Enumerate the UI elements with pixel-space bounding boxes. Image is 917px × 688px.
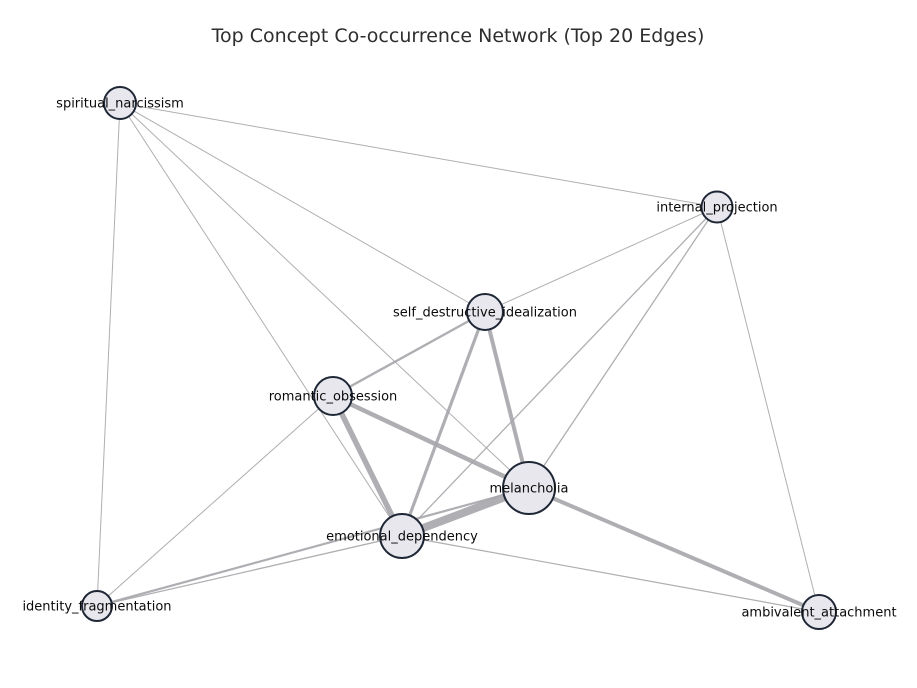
node-label-melancholia: melancholia (489, 482, 568, 497)
edge-spiritual_narcissism--emotional_dependency (119, 102, 403, 537)
edge-spiritual_narcissism--identity_fragmentation (96, 102, 121, 607)
node-romantic_obsession (313, 376, 353, 416)
node-label-internal_projection: internal_projection (656, 201, 777, 216)
edge-romantic_obsession--emotional_dependency (330, 394, 405, 538)
edge-melancholia--identity_fragmentation (96, 486, 530, 608)
nodes-layer (81, 86, 837, 630)
node-internal_projection (700, 190, 734, 224)
edges-layer (96, 102, 820, 614)
node-label-self_destructive_idealization: self_destructive_idealization (393, 306, 577, 321)
edge-internal_projection--self_destructive_idealization (484, 206, 718, 313)
node-ambivalent_attachment (801, 594, 837, 630)
edge-internal_projection--ambivalent_attachment (716, 206, 820, 613)
node-label-romantic_obsession: romantic_obsession (269, 390, 398, 405)
edge-spiritual_narcissism--melancholia (119, 102, 530, 489)
node-spiritual_narcissism (103, 86, 137, 120)
node-label-ambivalent_attachment: ambivalent_attachment (741, 606, 896, 621)
edge-melancholia--ambivalent_attachment (528, 486, 820, 614)
node-emotional_dependency (379, 513, 425, 559)
node-self_destructive_idealization (466, 293, 504, 331)
edge-self_destructive_idealization--melancholia (483, 311, 531, 489)
edge-self_destructive_idealization--emotional_dependency (400, 311, 487, 537)
chart-title: Top Concept Co-occurrence Network (Top 2… (211, 25, 705, 47)
node-melancholia (502, 461, 556, 515)
edge-spiritual_narcissism--self_destructive_idealization (119, 102, 486, 313)
edge-emotional_dependency--identity_fragmentation (96, 535, 403, 607)
node-label-spiritual_narcissism: spiritual_narcissism (56, 97, 184, 112)
edge-internal_projection--melancholia (528, 206, 718, 489)
edge-internal_projection--emotional_dependency (401, 206, 718, 537)
edge-self_destructive_idealization--romantic_obsession (332, 310, 486, 398)
edge-emotional_dependency--ambivalent_attachment (401, 535, 820, 613)
labels-layer: spiritual_narcissism internal_projections… (22, 97, 896, 621)
node-label-emotional_dependency: emotional_dependency (326, 530, 478, 545)
node-label-identity_fragmentation: identity_fragmentation (22, 600, 171, 615)
edge-romantic_obsession--identity_fragmentation (96, 395, 334, 607)
edge-spiritual_narcissism--internal_projection (119, 102, 718, 208)
edge-romantic_obsession--melancholia (332, 393, 530, 491)
node-identity_fragmentation (81, 590, 113, 622)
